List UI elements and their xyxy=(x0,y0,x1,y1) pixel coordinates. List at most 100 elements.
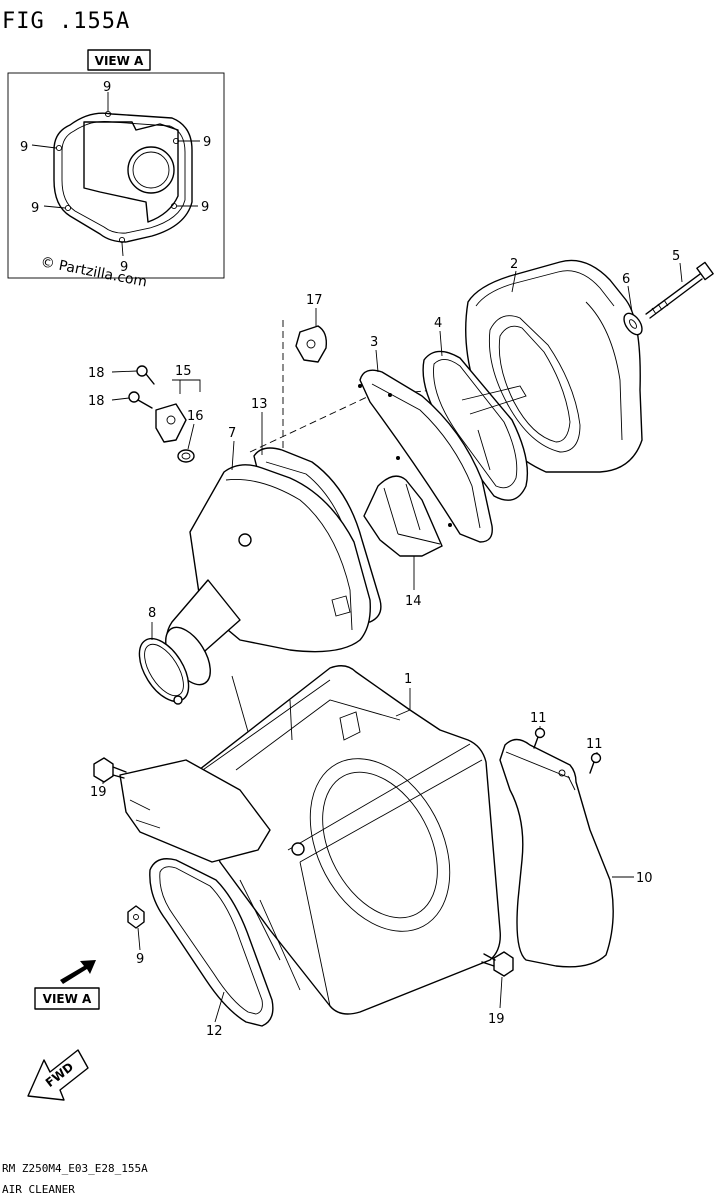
part-5-bolt xyxy=(645,261,714,319)
part-9-nut-hole xyxy=(133,914,139,920)
inset-leaders xyxy=(31,92,200,257)
part-5-head xyxy=(696,261,714,281)
part-2-inner-ring xyxy=(498,325,571,443)
inset-callout-9: 9 xyxy=(103,80,111,95)
inset-callout-9: 9 xyxy=(120,260,128,275)
callout-19: 19 xyxy=(488,1012,505,1027)
inset-hole xyxy=(170,202,178,210)
part-1-front-plate xyxy=(287,743,483,1007)
part-3-pin xyxy=(396,456,400,460)
part-11-head xyxy=(534,727,546,739)
part-16-oring xyxy=(177,449,195,463)
part-1-opening-inner xyxy=(322,771,438,919)
inset-title: VIEW A xyxy=(95,54,144,68)
part-11-shaft xyxy=(533,736,539,749)
part-3-inner xyxy=(371,383,481,529)
callout-leaders xyxy=(102,262,683,1023)
part-1-mount-hole xyxy=(291,842,305,856)
part-18-shaft xyxy=(137,399,153,409)
part-11-screw xyxy=(589,752,602,774)
callout-14: 14 xyxy=(405,594,422,609)
part-18-head xyxy=(136,365,148,377)
part-15-outline xyxy=(155,403,187,443)
fwd-indicator: FWD xyxy=(27,1049,89,1101)
part-19-shaft xyxy=(481,953,496,967)
part-14-guide xyxy=(363,475,443,557)
part-3-pin xyxy=(448,523,452,527)
inset-callout-9: 9 xyxy=(203,135,211,150)
callout-1: 1 xyxy=(404,672,412,687)
inset-hole xyxy=(55,144,63,152)
part-14-outline xyxy=(363,475,443,557)
part-11-screw xyxy=(533,727,546,749)
part-16-oring-inner xyxy=(181,452,191,460)
view-a-arrow-icon xyxy=(60,960,96,984)
part-7-outline xyxy=(189,464,371,653)
view-a-inset: VIEW A 9 9 9 9 9 9 xyxy=(7,49,225,279)
inset-callout-9: 9 xyxy=(31,201,39,216)
part-1-side-plate xyxy=(119,759,271,863)
part-18-screw xyxy=(128,391,153,409)
inset-hole xyxy=(64,204,72,212)
part-8-ring-inner xyxy=(144,643,184,697)
part-18-head xyxy=(128,391,140,403)
assembly-line xyxy=(249,389,383,453)
part-11-shaft xyxy=(589,761,595,774)
part-14-detail xyxy=(383,483,441,545)
inset-port-inner xyxy=(132,151,170,189)
callout-4: 4 xyxy=(434,316,442,331)
callout-6: 6 xyxy=(622,272,630,287)
part-3-outline xyxy=(359,369,493,543)
part-15-hole xyxy=(166,415,176,425)
diagram-title: AIR CLEANER xyxy=(2,1183,75,1196)
callout-3: 3 xyxy=(370,335,378,350)
callout-10: 10 xyxy=(636,871,653,886)
part-1-side-plate-detail xyxy=(129,799,161,829)
fwd-arrow-icon xyxy=(27,1049,89,1101)
part-3-cage xyxy=(358,369,493,543)
view-a-text: VIEW A xyxy=(43,992,92,1006)
part-17-bracket xyxy=(295,325,328,363)
callout-9: 9 xyxy=(136,952,144,967)
callout-11: 11 xyxy=(586,737,603,752)
callout-18: 18 xyxy=(88,394,105,409)
part-10-hole xyxy=(558,769,566,777)
inset-gasket-outer xyxy=(53,112,193,243)
part-2-shoulder xyxy=(585,301,623,441)
part-9-nut xyxy=(127,905,145,929)
inset-hole xyxy=(104,110,112,118)
part-11-head xyxy=(590,752,602,764)
part-17-hole xyxy=(306,339,316,349)
inset-frame xyxy=(7,72,225,279)
diagram-code: RM Z250M4_E03_E28_155A xyxy=(2,1162,148,1175)
part-7-flange xyxy=(225,479,353,631)
callout-15: 15 xyxy=(175,364,192,379)
part-2-rim xyxy=(475,270,615,307)
part-7-boss xyxy=(238,533,252,547)
part-5-shaft xyxy=(645,273,703,319)
part-19-bolt xyxy=(481,951,514,977)
part-19-shaft xyxy=(112,766,127,779)
part-4-inner xyxy=(433,359,518,489)
callout-17: 17 xyxy=(306,293,323,308)
part-12-outer xyxy=(149,858,274,1027)
part-1-airbox xyxy=(185,665,501,1015)
part-1-window xyxy=(339,711,361,741)
part-18-shaft xyxy=(145,373,155,385)
part-8-clamp-screw xyxy=(173,695,183,705)
callout-16: 16 xyxy=(187,409,204,424)
callout-19: 19 xyxy=(90,785,107,800)
inset-hole xyxy=(172,137,180,145)
view-a-reference: VIEW A xyxy=(34,960,100,1010)
callout-11: 11 xyxy=(530,711,547,726)
inset-callout-9: 9 xyxy=(201,200,209,215)
callout-18: 18 xyxy=(88,366,105,381)
view-a-box xyxy=(34,987,100,1010)
part-18-screw xyxy=(136,365,155,385)
figure-number: FIG .155A xyxy=(2,9,130,34)
part-1-top-rib xyxy=(199,679,401,773)
part-1-opening xyxy=(309,758,451,932)
part-7-case xyxy=(166,464,371,661)
part-15-fitting xyxy=(155,403,187,443)
